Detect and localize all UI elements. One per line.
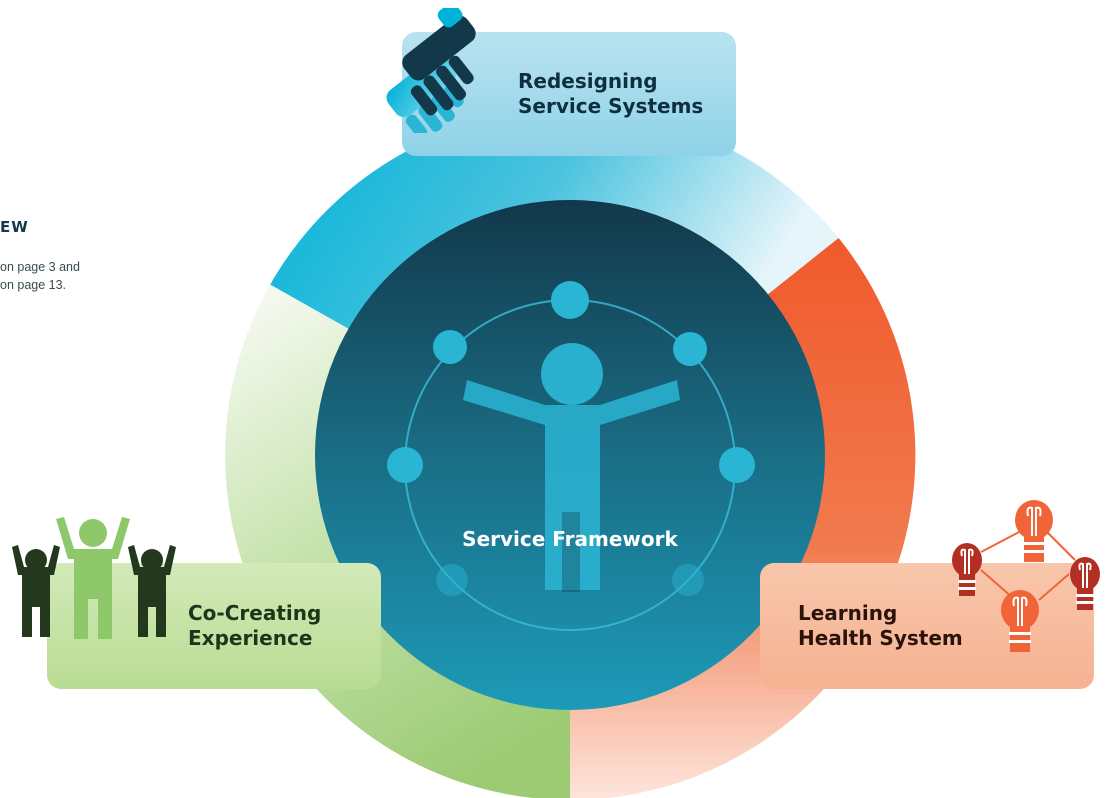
center-title: Service Framework [462,527,678,551]
side-panel-text: on page 3 and on page 13. [0,258,160,294]
node-label-line: Service Systems [518,94,704,118]
bulb [952,543,982,596]
ring-segment-blue [270,109,839,332]
node-label-line: Redesigning [518,69,658,93]
handshake-icon [386,8,476,133]
bulb [1001,590,1039,652]
node-label-line: Experience [188,626,313,650]
bulb [1015,500,1053,562]
bulb [1070,557,1100,610]
node-card-learning-health-system: Learning Health System [760,563,1094,689]
lightbulb-network-icon [952,500,1100,652]
side-panel-line: on page 13. [0,278,67,293]
node-label-line: Learning [798,601,898,625]
side-panel-line: on page 3 and [0,260,80,274]
person-icon [463,343,680,590]
node-card-redesigning-service-systems: Redesigning Service Systems [402,32,736,156]
side-panel-heading: EW [0,218,29,236]
people-cheering-icon [12,517,176,639]
node-label-line: Co-Creating [188,601,322,625]
node-label-line: Health System [798,626,963,650]
orbit-nodes [387,281,755,596]
